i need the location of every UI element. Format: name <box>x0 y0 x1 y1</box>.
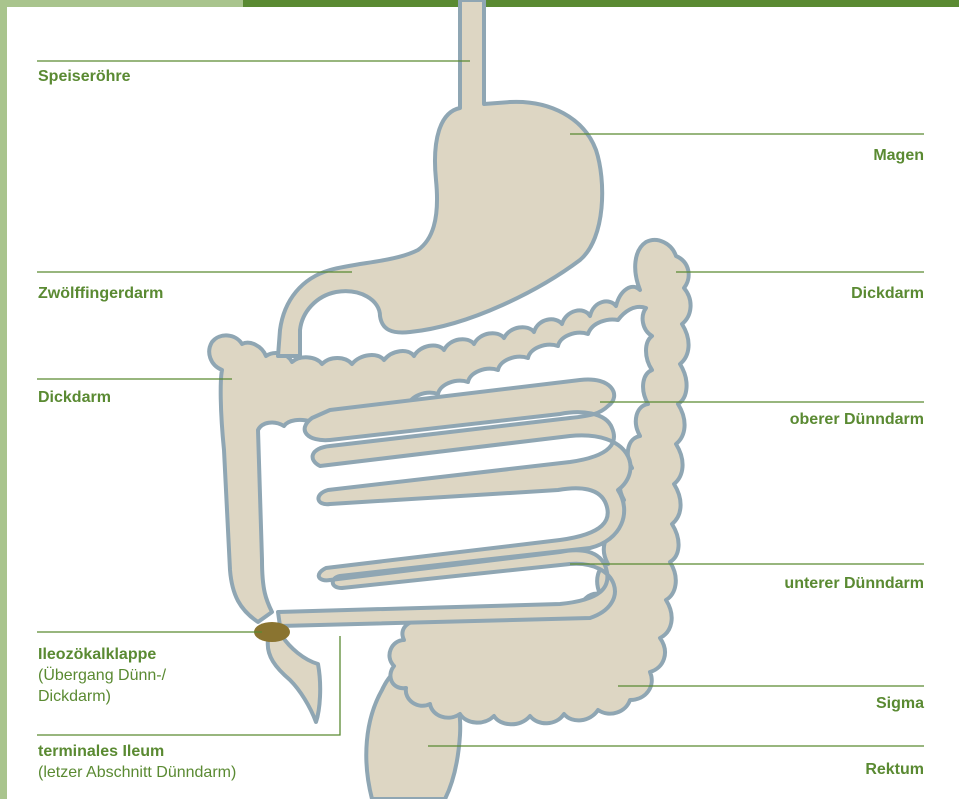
label-ileo-title: Ileozökalklappe <box>38 646 156 663</box>
label-sigma-text: Sigma <box>876 695 924 712</box>
label-rektum-text: Rektum <box>865 761 924 778</box>
stomach-shape <box>278 0 602 356</box>
label-ileo-sub-1: (Übergang Dünn-/ <box>38 665 166 686</box>
label-unterer-duenndarm: unterer Dünndarm <box>784 573 924 594</box>
label-ileum-sub: (letzer Abschnitt Dünndarm) <box>38 762 236 783</box>
label-terminales-ileum: terminales Ileum (letzer Abschnitt Dünnd… <box>38 741 236 783</box>
label-oberer-duenndarm-text: oberer Dünndarm <box>790 411 924 428</box>
label-magen: Magen <box>873 145 924 166</box>
label-zwoelffingerdarm: Zwölffingerdarm <box>38 283 163 304</box>
label-unterer-duenndarm-text: unterer Dünndarm <box>784 575 924 592</box>
label-dickdarm-right-text: Dickdarm <box>851 285 924 302</box>
label-speiseroehre-text: Speiseröhre <box>38 68 130 85</box>
label-dickdarm-right: Dickdarm <box>851 283 924 304</box>
left-stripe-top <box>0 0 243 7</box>
small-intestine-shape <box>278 379 630 626</box>
label-rektum: Rektum <box>865 759 924 780</box>
label-oberer-duenndarm: oberer Dünndarm <box>790 409 924 430</box>
appendix-shape <box>268 636 320 722</box>
left-stripe <box>0 0 7 799</box>
label-speiseroehre: Speiseröhre <box>38 66 130 87</box>
label-ileo-sub-2: Dickdarm) <box>38 686 166 707</box>
label-ileozoekalklappe: Ileozökalklappe (Übergang Dünn-/ Dickdar… <box>38 644 166 707</box>
label-ileum-title: terminales Ileum <box>38 743 164 760</box>
label-zwoelffingerdarm-text: Zwölffingerdarm <box>38 285 163 302</box>
label-sigma: Sigma <box>876 693 924 714</box>
label-dickdarm-left-text: Dickdarm <box>38 389 111 406</box>
label-magen-text: Magen <box>873 147 924 164</box>
label-dickdarm-left: Dickdarm <box>38 387 111 408</box>
